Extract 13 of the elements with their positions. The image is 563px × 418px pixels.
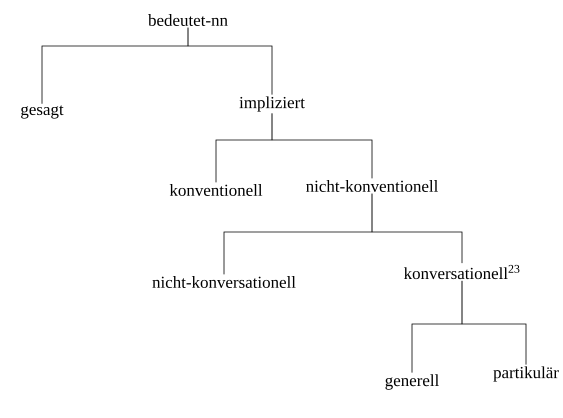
tree-label: bedeutet-nn [148,14,228,26]
tree-label: konversationell$^{23}$ [404,264,520,280]
tree-label: partikulär [493,366,559,382]
tree-label: generell [385,374,439,390]
tree-label: nicht-konversationell [152,276,296,288]
tree-branch [372,193,462,264]
tree-label: konventionell [170,184,262,196]
tree-branch [462,280,526,366]
tree-label: gesagt [21,105,64,119]
tree-label: impliziert [239,96,305,112]
tree-label: nicht-konventionell [306,180,438,192]
tree-branch [272,112,372,179]
tree-branch [188,27,272,96]
